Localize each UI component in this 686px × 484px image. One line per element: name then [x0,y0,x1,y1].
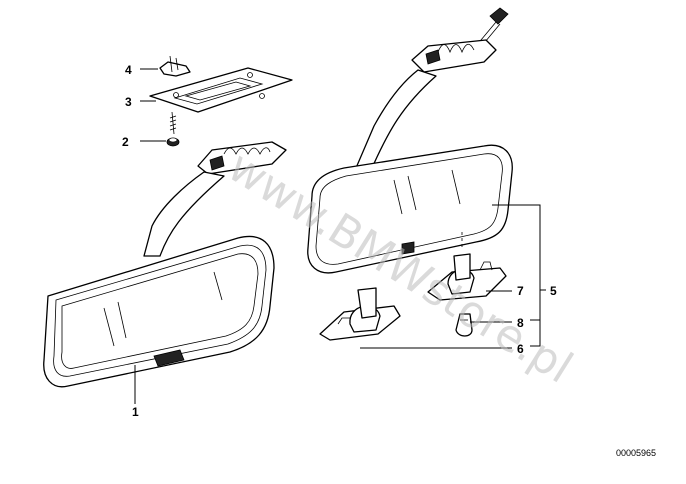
callout-4: 4 [125,63,132,77]
document-id: 00005965 [616,448,656,458]
callout-6: 6 [517,342,524,356]
interior-mirror-left [43,235,275,388]
bulb [455,313,473,337]
screw [166,111,180,147]
clip [159,55,191,77]
leader-lines [134,68,546,404]
callout-2: 2 [122,135,129,149]
callout-1: 1 [132,405,139,419]
mirror-mount-left [143,141,287,257]
interior-mirror-right [307,144,513,274]
mounting-plate [149,67,293,113]
lamp-housing-lower [319,287,401,341]
callout-8: 8 [517,316,524,330]
callout-3: 3 [125,95,132,109]
lamp-housing-upper [427,232,507,301]
callout-5: 5 [550,284,557,298]
callout-7: 7 [517,284,524,298]
